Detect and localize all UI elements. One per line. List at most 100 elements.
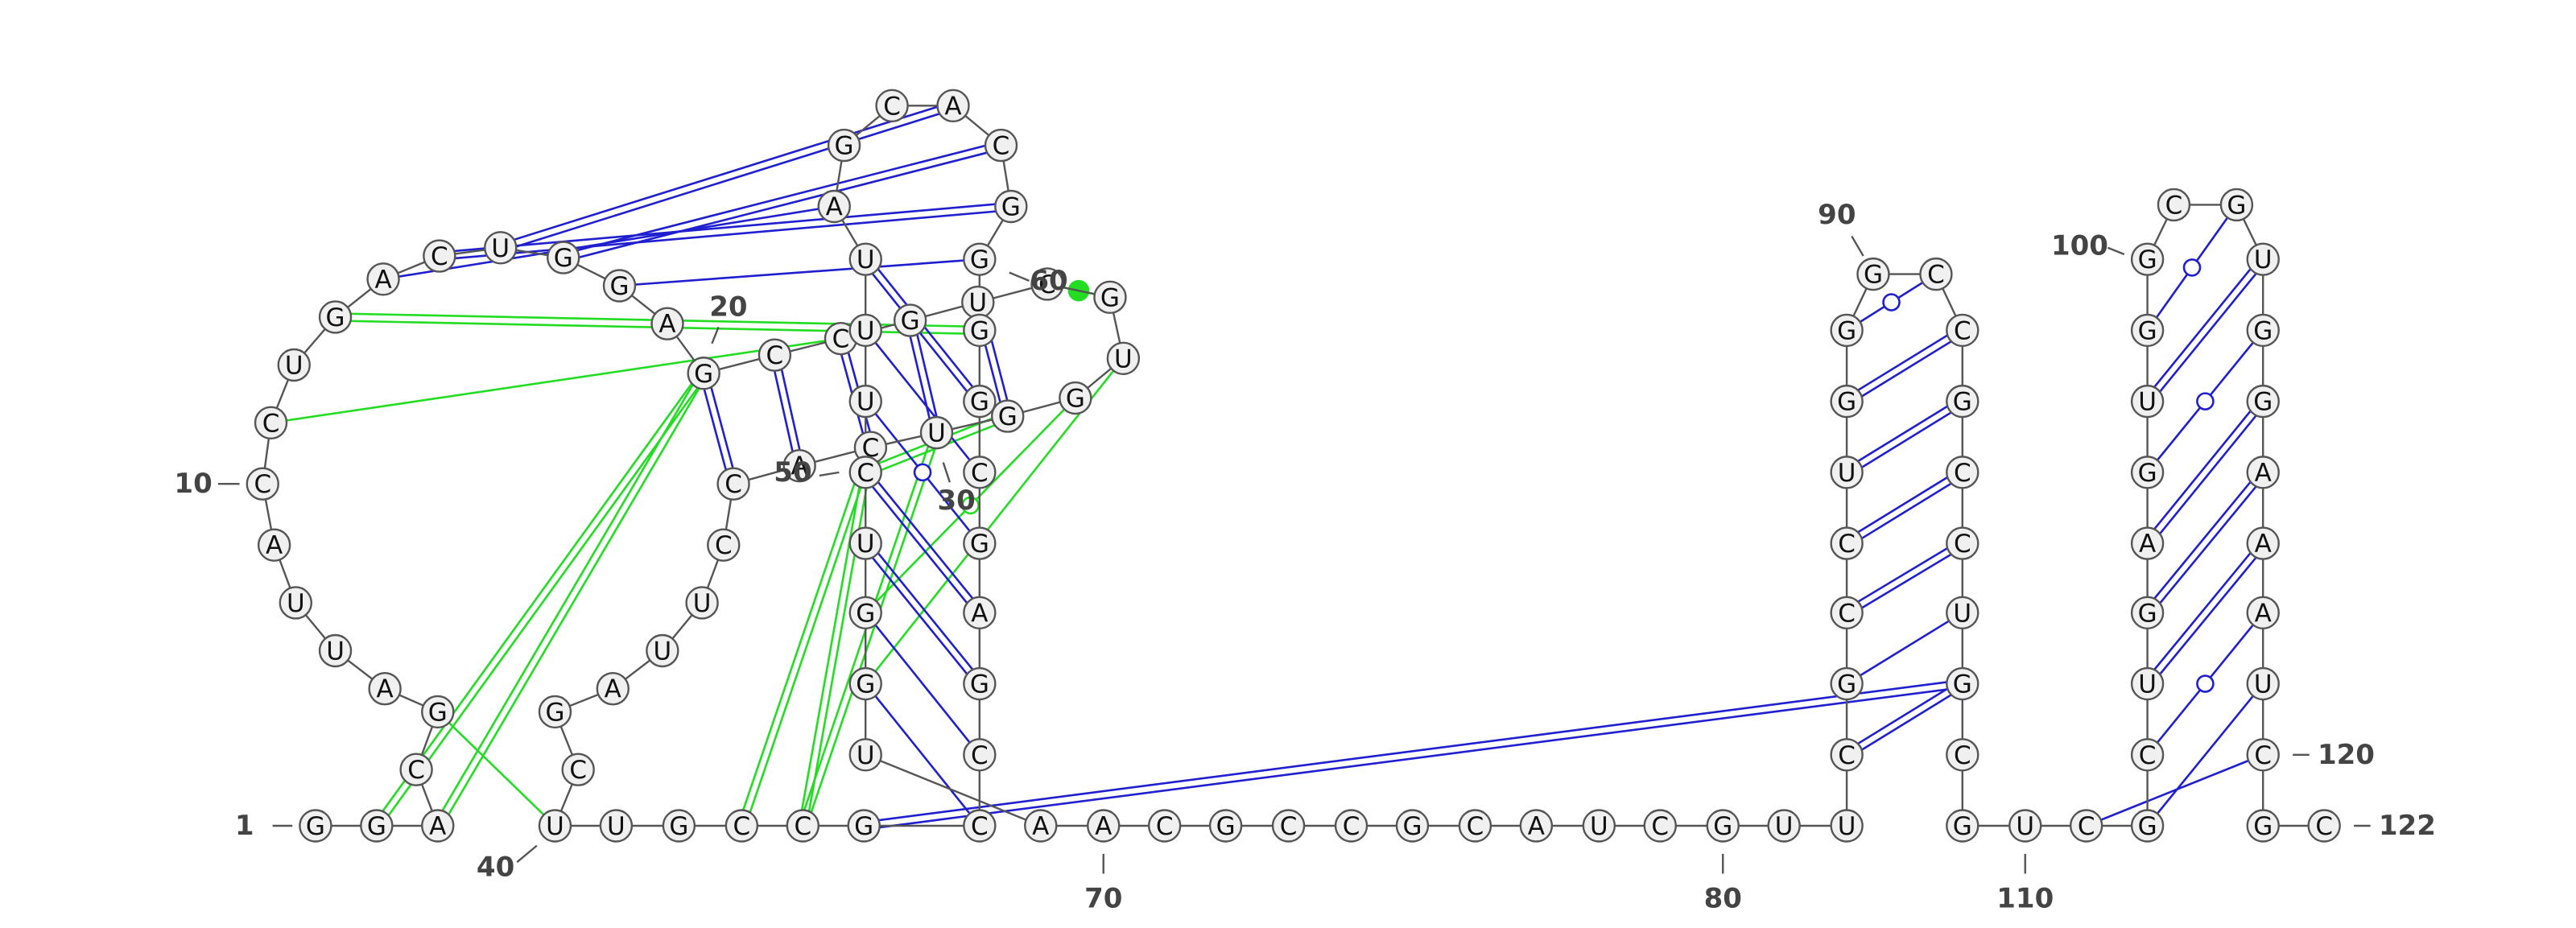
nucleotide-21: C bbox=[758, 338, 792, 372]
nucleotide-circle bbox=[963, 809, 997, 843]
base-pair-16-57 bbox=[499, 101, 953, 245]
nucleotide-37: A bbox=[596, 671, 630, 706]
nucleotide-118: A bbox=[2246, 596, 2280, 629]
base-pair-106-115 bbox=[2144, 398, 2261, 542]
nucleotide-circle bbox=[650, 307, 684, 340]
nucleotide-letter: U bbox=[1838, 459, 1856, 488]
nucleotide-letter: U bbox=[607, 812, 625, 841]
nucleotide-13: G bbox=[318, 300, 353, 334]
nucleotide-letter: C bbox=[766, 341, 784, 370]
nucleotide-9: A bbox=[257, 528, 291, 562]
nucleotide-letter: G bbox=[545, 698, 564, 727]
nucleotide-4: C bbox=[399, 753, 433, 786]
base-pair-15-55 bbox=[439, 201, 1011, 254]
nucleotide-letter: C bbox=[1954, 316, 1971, 345]
nucleotide-circle bbox=[716, 467, 750, 501]
nucleotide-circle bbox=[1946, 384, 1979, 419]
base-pair-33-20 bbox=[699, 373, 731, 485]
nucleotide-circle bbox=[1334, 809, 1368, 843]
nucleotide-101: C bbox=[2069, 809, 2103, 843]
nucleotide-109: G bbox=[2130, 313, 2165, 348]
base-pair-108-113 bbox=[2144, 256, 2261, 400]
nucleotide-circle bbox=[662, 809, 696, 843]
nucleotide-circle bbox=[848, 526, 882, 560]
nucleotide-letter: C bbox=[2165, 191, 2183, 220]
nucleotide-circle bbox=[1830, 526, 1864, 560]
nucleotide-30: U bbox=[919, 415, 954, 450]
nucleotide-96: U bbox=[1946, 596, 1979, 629]
wobble-pair-marker bbox=[961, 496, 980, 515]
nucleotide-circle bbox=[538, 809, 572, 843]
nucleotide-34: C bbox=[707, 528, 741, 562]
nucleotide-letter: C bbox=[1954, 530, 1971, 559]
base-pair-102-119 bbox=[2146, 683, 2264, 827]
nucleotide-circle bbox=[318, 300, 353, 334]
nucleotide-letter: C bbox=[971, 812, 989, 841]
nucleotide-circle bbox=[848, 456, 882, 489]
nucleotide-letter: G bbox=[970, 316, 989, 345]
nucleotide-108: U bbox=[2130, 384, 2165, 419]
nucleotide-19: A bbox=[650, 307, 684, 340]
number-tick bbox=[1851, 235, 1864, 257]
nucleotide-112: G bbox=[2219, 188, 2254, 222]
nucleotide-88: G bbox=[1830, 384, 1864, 419]
nucleotide-circle bbox=[2219, 188, 2254, 222]
base-pair-15-55 bbox=[440, 208, 1012, 261]
nucleotide-letter: A bbox=[2255, 459, 2272, 488]
nucleotide-circle bbox=[423, 239, 456, 273]
nucleotide-circle bbox=[2130, 666, 2165, 701]
nucleotide-121: G bbox=[2246, 809, 2280, 843]
nucleotide-circle bbox=[366, 262, 400, 296]
nucleotide-circle bbox=[2246, 809, 2280, 843]
base-pair-11-22 bbox=[270, 337, 841, 424]
nucleotide-circle bbox=[368, 671, 402, 706]
base-pair-83-97 bbox=[1844, 679, 1962, 753]
nucleotide-circle bbox=[1706, 809, 1740, 843]
base-pair-30-23 bbox=[906, 320, 935, 434]
base-pair-17-56 bbox=[564, 147, 1002, 262]
nucleotide-15: C bbox=[423, 239, 456, 273]
nucleotide-letter: U bbox=[546, 812, 564, 841]
nucleotide-circle bbox=[421, 695, 455, 729]
nucleotide-letter: A bbox=[971, 599, 988, 628]
number-tick bbox=[1009, 271, 1030, 282]
nucleotide-letter: U bbox=[2138, 670, 2157, 699]
nucleotide-letter: C bbox=[407, 756, 425, 785]
nucleotide-letter: U bbox=[1590, 812, 1608, 841]
nucleotide-114: G bbox=[2246, 313, 2280, 348]
nucleotide-47: C bbox=[963, 738, 997, 772]
nucleotide-circle bbox=[893, 303, 927, 337]
nucleotide-circle bbox=[827, 128, 861, 163]
nucleotide-60: A bbox=[817, 189, 851, 224]
backbone-path bbox=[262, 105, 2325, 827]
wobble-pair-marker bbox=[2182, 258, 2202, 277]
nucleotide-45: G bbox=[847, 809, 881, 843]
nucleotide-55: G bbox=[994, 189, 1028, 224]
nucleotide-letter: U bbox=[2254, 245, 2273, 274]
nucleotide-circle bbox=[1147, 809, 1182, 843]
base-pair-51-62 bbox=[865, 329, 980, 473]
nucleotide-letter: C bbox=[733, 812, 751, 841]
nucleotide-letter: C bbox=[1343, 812, 1360, 841]
nucleotide-letter: G bbox=[2253, 388, 2273, 417]
nucleotide-circle bbox=[1767, 809, 1801, 843]
nucleotide-29: G bbox=[991, 399, 1025, 433]
nucleotide-letter: C bbox=[254, 470, 271, 499]
nucleotide-circle bbox=[1830, 456, 1864, 489]
nucleotide-letter: U bbox=[857, 388, 875, 417]
base-pair-49-64 bbox=[867, 469, 984, 612]
nucleotide-circle bbox=[963, 456, 997, 489]
nucleotide-letter: G bbox=[970, 530, 989, 559]
nucleotide-circle bbox=[919, 415, 954, 450]
nucleotide-circle bbox=[318, 633, 353, 668]
nucleotide-circle bbox=[2130, 596, 2165, 629]
nucleotide-circle bbox=[687, 357, 720, 390]
base-pair-32-21 bbox=[770, 355, 798, 467]
base-pair-106-115 bbox=[2149, 402, 2267, 546]
position-label: 20 bbox=[709, 291, 747, 324]
nucleotide-5: G bbox=[421, 695, 455, 729]
nucleotide-circle bbox=[1946, 666, 1979, 701]
nucleotide-circle bbox=[1106, 341, 1141, 375]
nucleotide-letter: C bbox=[1467, 812, 1484, 841]
wobble-pair-marker bbox=[1882, 293, 1901, 311]
